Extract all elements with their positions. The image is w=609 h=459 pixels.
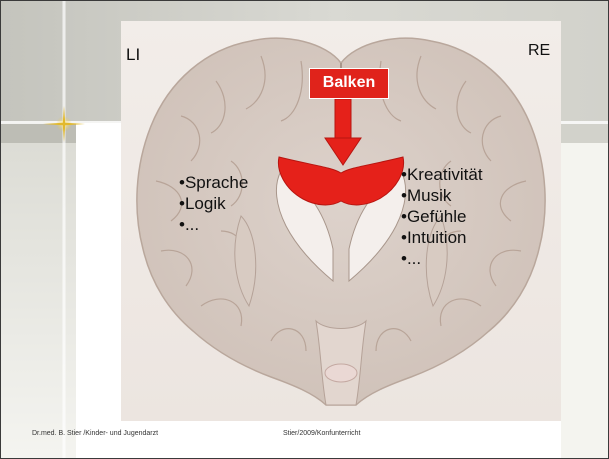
sparkle-icon [41,104,87,144]
left-functions-list: •Sprache •Logik •... [179,172,248,235]
label-left-hemisphere: LI [126,45,140,65]
list-item: •... [401,248,483,269]
balken-callout: Balken [309,68,389,99]
list-item: •Musik [401,185,483,206]
list-item: •Sprache [179,172,248,193]
list-item: •... [179,214,248,235]
list-item: •Intuition [401,227,483,248]
decorative-vertical-line [62,1,66,458]
background-band-right-lower [561,143,608,458]
list-item: •Gefühle [401,206,483,227]
footer-source: Stier/2009/Konfunterricht [283,429,360,438]
label-right-hemisphere: RE [528,42,550,60]
footer-author: Dr.med. B. Stier /Kinder- und Jugendarzt [32,429,172,438]
background-band-right [561,123,608,143]
list-item: •Kreativität [401,164,483,185]
list-item: •Logik [179,193,248,214]
right-functions-list: •Kreativität •Musik •Gefühle •Intuition … [401,164,483,269]
